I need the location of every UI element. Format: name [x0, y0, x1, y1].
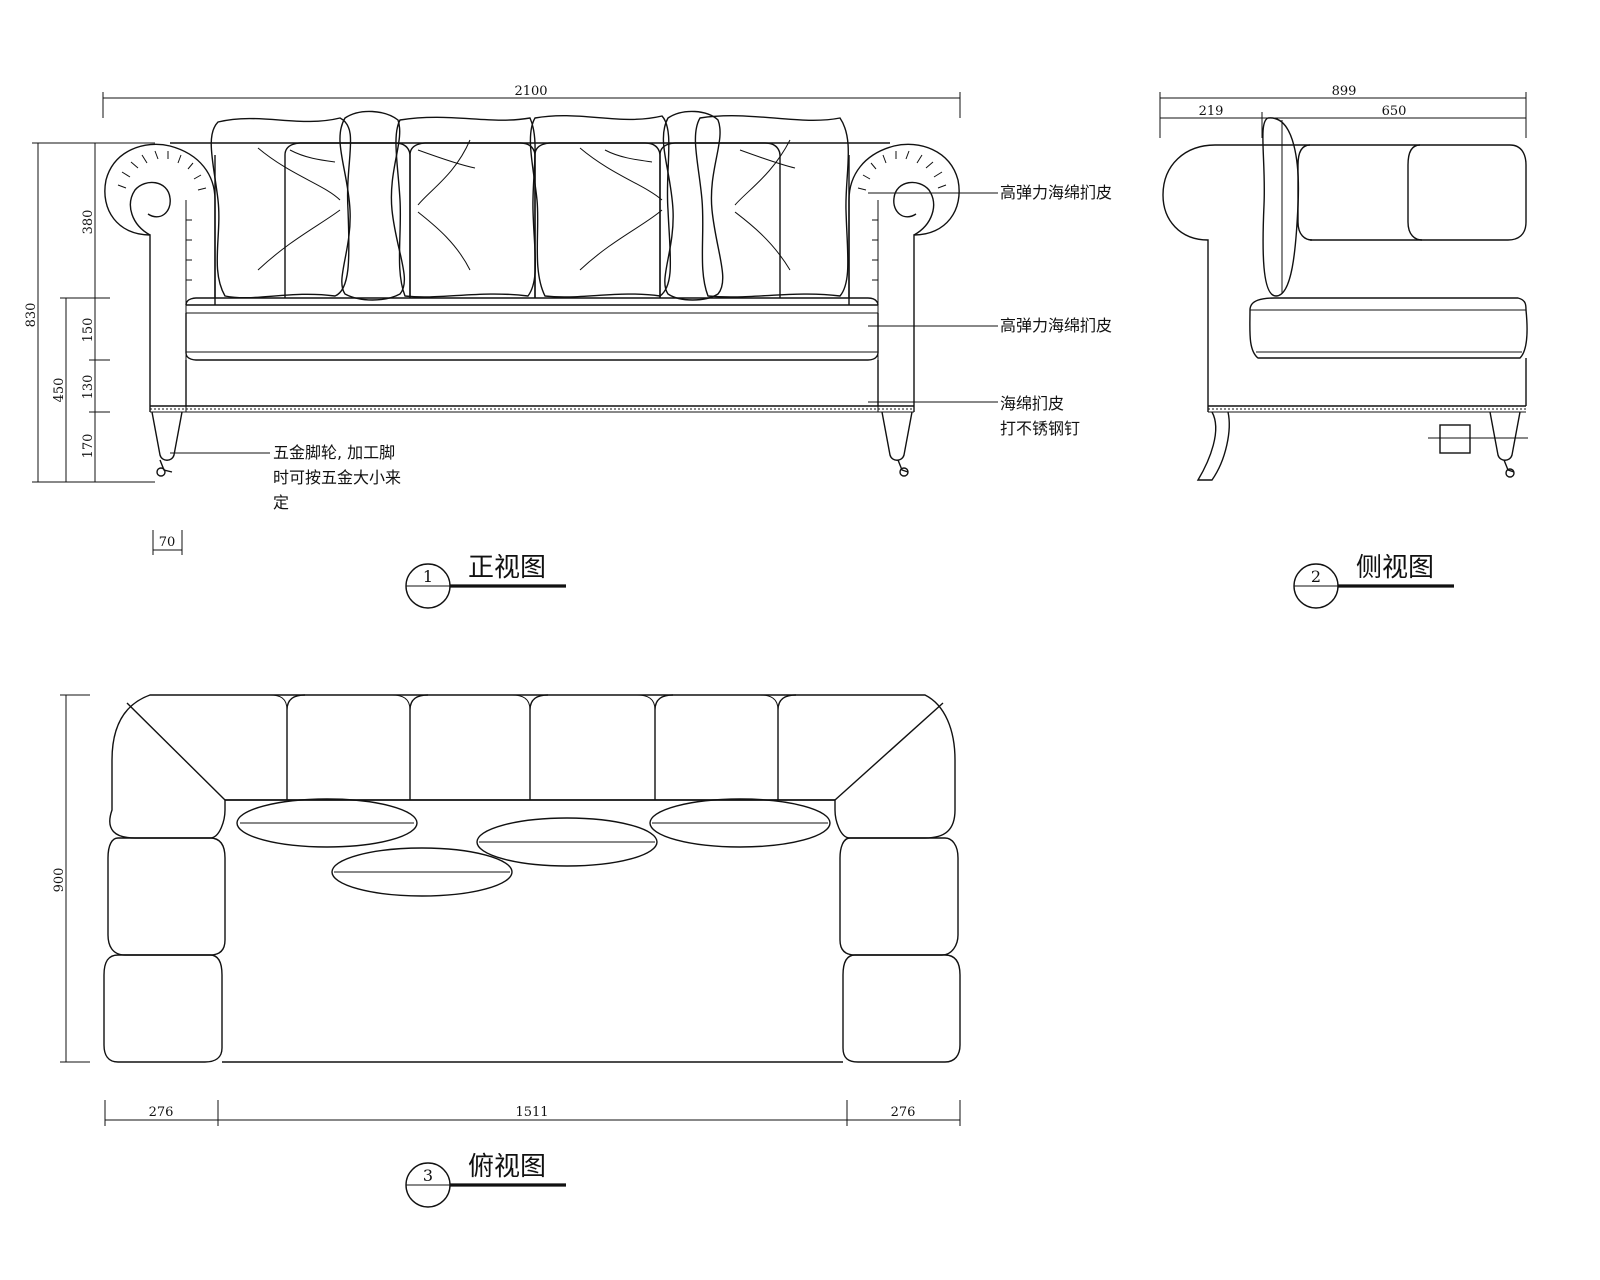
front-seat-total-label: 450 [52, 378, 67, 403]
side-arm-part-label: 219 [1199, 104, 1224, 119]
side-view-title-text: 侧视图 [1356, 553, 1434, 583]
top-right-arm-label: 276 [891, 1105, 916, 1120]
side-dimensions: 899 219 650 [1159, 84, 1527, 138]
front-width-dimension: 2100 [102, 84, 961, 118]
top-view: 900 276 1511 276 [52, 694, 961, 1208]
front-leg-offset-dimension: 70 [152, 530, 183, 555]
top-depth-label: 900 [52, 868, 67, 893]
front-leaders [170, 192, 998, 454]
side-view-number: 2 [1311, 567, 1321, 586]
top-left-arm-label: 276 [149, 1105, 174, 1120]
top-view-title-text: 俯视图 [468, 1152, 546, 1182]
front-view-number: 1 [423, 567, 433, 586]
front-leg-offset-label: 70 [159, 535, 176, 550]
top-view-title: 3 俯视图 [405, 1152, 566, 1208]
front-height-dimensions: 830 450 380 150 130 170 [24, 142, 155, 483]
top-sofa-body [103, 694, 961, 1063]
front-back-height-label: 380 [81, 210, 96, 235]
side-sofa-body [1162, 117, 1528, 481]
base-note-line1: 海绵扪皮 [1000, 394, 1064, 413]
caster-note-line3: 定 [273, 493, 289, 512]
front-leg-height-label: 170 [81, 434, 96, 459]
front-overall-height-label: 830 [24, 303, 39, 328]
front-view: 2100 830 450 380 150 130 170 70 [24, 84, 1112, 609]
caster-note-line2: 时可按五金大小来 [273, 468, 401, 487]
front-seat-base-label: 130 [81, 375, 96, 400]
front-view-title: 1 正视图 [405, 553, 566, 609]
front-sofa-body [104, 110, 960, 477]
front-width-label: 2100 [514, 84, 547, 99]
side-view-title: 2 侧视图 [1293, 553, 1454, 609]
front-view-title-text: 正视图 [468, 553, 546, 583]
top-seat-width-label: 1511 [515, 1105, 548, 1120]
top-view-number: 3 [423, 1166, 433, 1185]
top-dimensions: 900 276 1511 276 [52, 694, 961, 1126]
back-cushion-note: 高弹力海绵扪皮 [1000, 183, 1112, 202]
caster-note-line1: 五金脚轮, 加工脚 [273, 443, 395, 462]
base-note-line2: 打不锈钢钉 [1000, 419, 1080, 438]
seat-cushion-note: 高弹力海绵扪皮 [1000, 316, 1112, 335]
side-seat-part-label: 650 [1382, 104, 1407, 119]
side-depth-label: 899 [1332, 84, 1357, 99]
side-view: 899 219 650 [1159, 84, 1528, 609]
front-seat-cushion-label: 150 [81, 318, 96, 343]
